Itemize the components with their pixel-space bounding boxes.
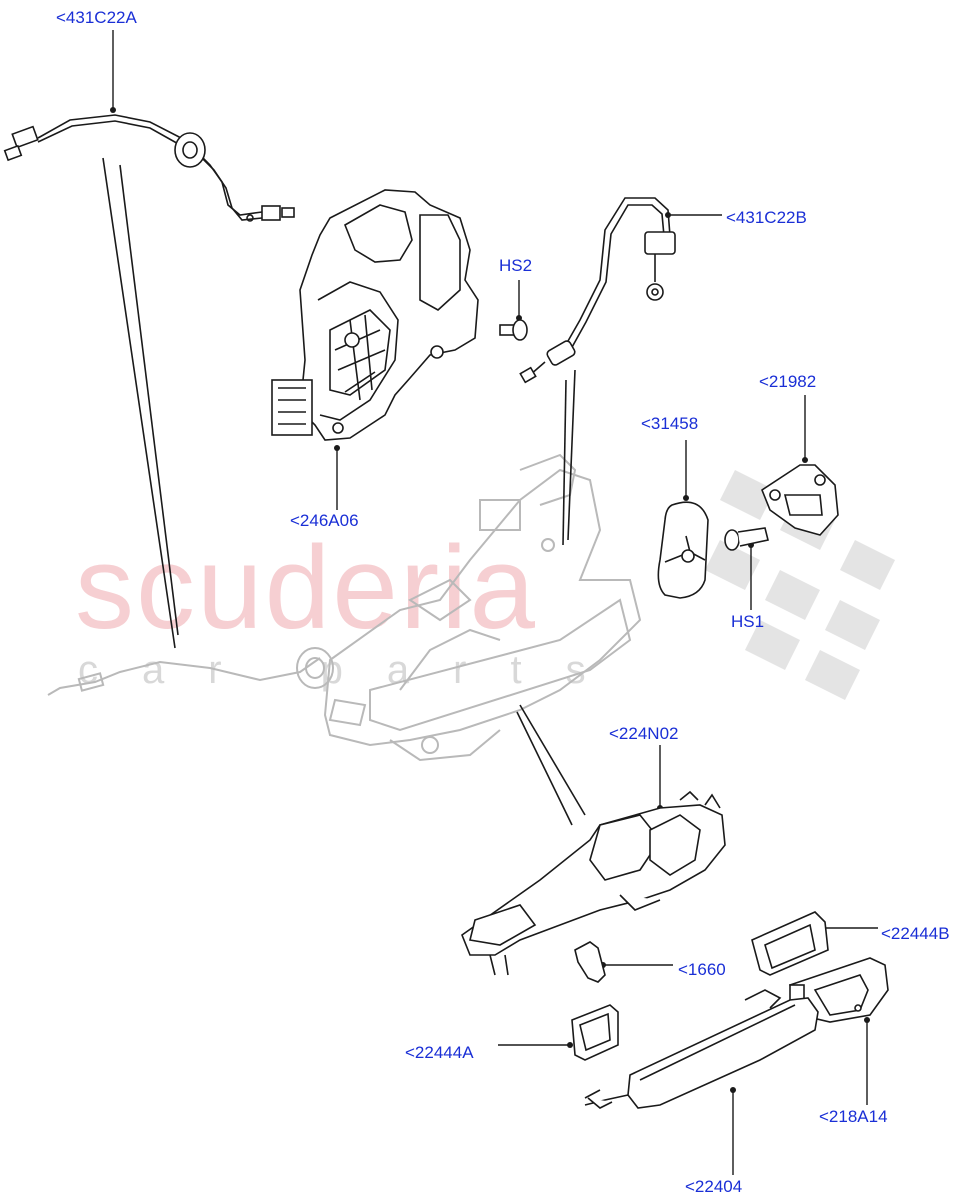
assembly-pointer-lines [102, 157, 586, 826]
ghost-assembly [47, 453, 642, 762]
gasket-22444A [571, 1004, 619, 1061]
leader-lines [112, 30, 878, 1175]
handle-carrier-224N02 [461, 790, 726, 976]
striker-21982 [761, 464, 839, 536]
callout-HS2[interactable]: HS2 [499, 256, 533, 275]
callout-31458[interactable]: <31458 [641, 414, 699, 433]
callout-224N02[interactable]: <224N02 [609, 724, 679, 743]
cable-431C22B [519, 197, 676, 384]
callout-431C22A[interactable]: <431C22A [56, 8, 137, 27]
checker-flag-icon [705, 470, 895, 700]
callout-1660[interactable]: <1660 [678, 960, 726, 979]
callout-22444B[interactable]: <22444B [881, 924, 950, 943]
clip-1660 [574, 941, 606, 983]
callout-HS1[interactable]: HS1 [731, 612, 765, 631]
callout-246A06[interactable]: <246A06 [290, 511, 359, 530]
pad-31458 [657, 501, 709, 599]
callout-22404[interactable]: <22404 [685, 1177, 743, 1196]
bolt-HS1 [724, 527, 769, 551]
bolt-HS2 [499, 319, 528, 341]
callout-21982[interactable]: <21982 [759, 372, 817, 391]
callout-431C22B[interactable]: <431C22B [726, 208, 807, 227]
gasket-22444B [751, 911, 829, 976]
lock-actuator-246A06 [271, 189, 479, 441]
callout-22444A[interactable]: <22444A [405, 1043, 474, 1062]
cable-431C22A [3, 114, 295, 222]
handle-22404 [584, 989, 819, 1109]
callout-218A14[interactable]: <218A14 [819, 1107, 888, 1126]
